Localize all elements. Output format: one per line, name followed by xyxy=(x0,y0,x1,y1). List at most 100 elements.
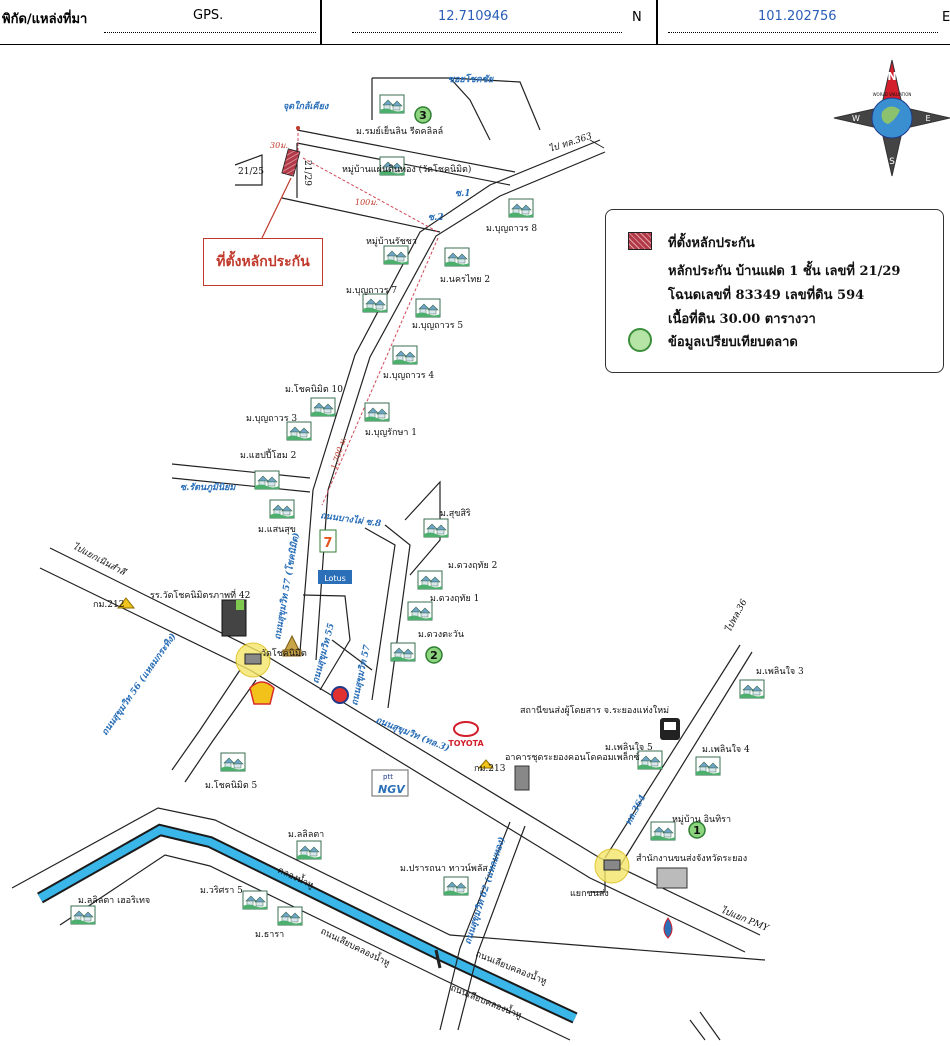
house-icon xyxy=(392,345,418,365)
compass-n: N xyxy=(887,70,896,83)
label-condo: อาคารชุดระยองคอนโดคอมเพล็กซ์ xyxy=(505,750,640,763)
label-mu-lalita-heritage: ม.ลลิลตา เฮอริเทจ xyxy=(78,895,150,906)
house-icon xyxy=(254,470,280,490)
house-icon xyxy=(286,421,312,441)
house-icon xyxy=(242,890,268,910)
coordinates-label: พิกัด/แหล่งที่มา xyxy=(2,12,88,27)
label-choknimit5: ม.โชคนิมิต 5 xyxy=(205,780,258,791)
label-phloenchai4: ม.เพลินใจ 4 xyxy=(702,744,750,755)
label-km213: กม.213 xyxy=(474,764,506,774)
header-label-cell: พิกัด/แหล่งที่มา GPS. xyxy=(0,0,320,44)
house-icon xyxy=(443,876,469,896)
latitude-cell: 12.710946 N xyxy=(322,0,656,44)
label-to-36: ไปทล.36 xyxy=(722,597,750,635)
svg-text:NGV: NGV xyxy=(378,783,406,796)
label-mu-sansuk: ม.แสนสุข xyxy=(258,525,296,535)
house-icon xyxy=(423,518,449,538)
comparable-marker-2 xyxy=(425,646,443,664)
dotted-line xyxy=(352,32,622,33)
label-mu-duangruthai1: ม.ดวงฤทัย 1 xyxy=(430,594,479,604)
arrow-icon xyxy=(589,139,605,149)
compass-rose: N S W E WORLD VALUATION xyxy=(833,59,950,177)
km-marker-icon xyxy=(116,597,136,609)
house-icon xyxy=(415,298,441,318)
label-mu-bunthawon5: ม.บุญถาวร 5 xyxy=(412,321,463,331)
house-icon xyxy=(407,601,433,621)
label-tl364: ทล.364 xyxy=(624,793,648,827)
label-nearby-point: จุดใกล้เคียง xyxy=(283,100,330,112)
label-mu-bunthawon3: ม.บุญถาวร 3 xyxy=(246,414,297,424)
legend-comparable: ข้อมูลเปรียบเทียบตลาด xyxy=(668,335,798,350)
label-mu-baan-rucha: หมู่บ้านรัชชา xyxy=(366,236,417,247)
legend-subject-title: ที่ตั้งหลักประกัน xyxy=(668,236,755,251)
ptt-ngv-icon xyxy=(371,769,409,797)
house-icon xyxy=(417,570,443,590)
label-km212: กม.212 xyxy=(93,600,124,610)
comparable-marker-1 xyxy=(688,821,706,839)
longitude-value: 101.202756 xyxy=(758,9,837,24)
label-mu-happyhome2: ม.แฮปปี้โฮม 2 xyxy=(240,448,296,461)
shell-icon xyxy=(249,681,275,705)
house-icon xyxy=(739,679,765,699)
label-road-bangphai: ถนนบางไผ่ ซ.8 xyxy=(320,509,383,530)
landmarks: 7 Lotus TOYOTA ptt NGV xyxy=(116,139,688,969)
label-mu-ramyenlin: ม.รมย์เย็นลิน รีดคลิลล์ xyxy=(356,124,443,137)
comparable-marker-3 xyxy=(414,106,432,124)
label-phloenchai3: ม.เพลินใจ 3 xyxy=(756,666,804,677)
comparable-swatch xyxy=(628,328,652,352)
coordinates-header: พิกัด/แหล่งที่มา GPS. 12.710946 N 101.20… xyxy=(0,0,950,45)
header-divider xyxy=(656,0,658,44)
house-icon xyxy=(383,245,409,265)
nearby-point-dot xyxy=(296,126,300,130)
longitude-cell: 101.202756 E xyxy=(658,0,950,44)
dotted-line xyxy=(104,32,316,33)
legend-box: ที่ตั้งหลักประกัน หลักประกัน บ้านแฝด 1 ช… xyxy=(605,209,944,373)
coordinates-source: GPS. xyxy=(193,8,224,23)
label-mu-bunthawon4: ม.บุญถาวร 4 xyxy=(383,371,434,381)
house-icon xyxy=(637,750,663,770)
house-icon xyxy=(70,905,96,925)
label-soi-2: ซ.2 xyxy=(428,213,444,223)
label-dim-30m: 30ม. xyxy=(270,141,288,150)
bridge-icon xyxy=(434,949,442,969)
label-transport-office: สำนักงานขนส่งจังหวัดระยอง xyxy=(636,853,747,864)
label-mu-bunthawon8: ม.บุญถาวร 8 xyxy=(486,224,537,234)
legend-line2: โฉนดเลขที่ 83349 เลขที่ดิน 594 xyxy=(668,288,865,303)
label-mu-bunruksa1: ม.บุญรักษา 1 xyxy=(365,428,417,438)
house-icon xyxy=(695,756,721,776)
dotted-line xyxy=(668,32,938,33)
comparable-markers: 3 2 1 xyxy=(414,106,706,839)
label-mu-nakhonthai2: ม.นครไทย 2 xyxy=(440,274,490,285)
house-icon xyxy=(220,752,246,772)
subject-property-plot xyxy=(281,148,301,177)
fuel-drop-icon xyxy=(663,917,673,939)
svg-text:Lotus: Lotus xyxy=(324,574,346,583)
label-dist-1700: 1,700 ม. xyxy=(329,436,348,470)
legend-line1: หลักประกัน บ้านแฝด 1 ชั้น เลขที่ 21/29 xyxy=(668,264,901,279)
label-intersection: แยกขนส่ง xyxy=(570,889,609,899)
label-wat: วัดโชคนิมิต xyxy=(261,648,307,659)
house-icon xyxy=(390,642,416,662)
header-divider xyxy=(320,0,322,44)
subject-swatch xyxy=(628,232,652,250)
label-mu-choknimit10: ม.โชคนิมิต 10 xyxy=(285,384,343,395)
label-soi55: ถนนสุขุมวิท 55 xyxy=(310,622,337,685)
label-mu-pranna: ม.ปรารถนา ทาวน์พลัส xyxy=(400,862,488,874)
location-map: 3 2 1 7 Lotus TOYOTA ptt NGV xyxy=(11,59,950,1041)
label-mu-baan-parinya: หมู่บ้านแผ่นดินทอง (วัดโชคนิมิต) xyxy=(342,164,471,175)
traffic-light-icon xyxy=(603,859,621,871)
svg-text:TOYOTA: TOYOTA xyxy=(448,739,484,748)
label-mu-thara: ม.ธารา xyxy=(255,930,284,940)
house-icon xyxy=(364,402,390,422)
longitude-direction: E xyxy=(942,10,950,25)
label-to-363: ไป ทล.363 xyxy=(547,130,593,155)
compass-s: S xyxy=(889,157,895,167)
house-icon xyxy=(379,94,405,114)
house-icon xyxy=(277,906,303,926)
subject-callout: ที่ตั้งหลักประกัน xyxy=(203,238,323,286)
label-mu-lalita: ม.ลลิลตา xyxy=(288,829,324,840)
label-dim-100m: 100ม. xyxy=(355,198,378,207)
label-bus-station: สถานีขนส่งผู้โดยสาร จ.ระยองแห่งใหม่ xyxy=(520,705,669,716)
svg-text:7: 7 xyxy=(323,536,332,551)
label-soi57: ถนนสุขุมวิท 57 (โชคนิมิต) xyxy=(271,532,302,641)
